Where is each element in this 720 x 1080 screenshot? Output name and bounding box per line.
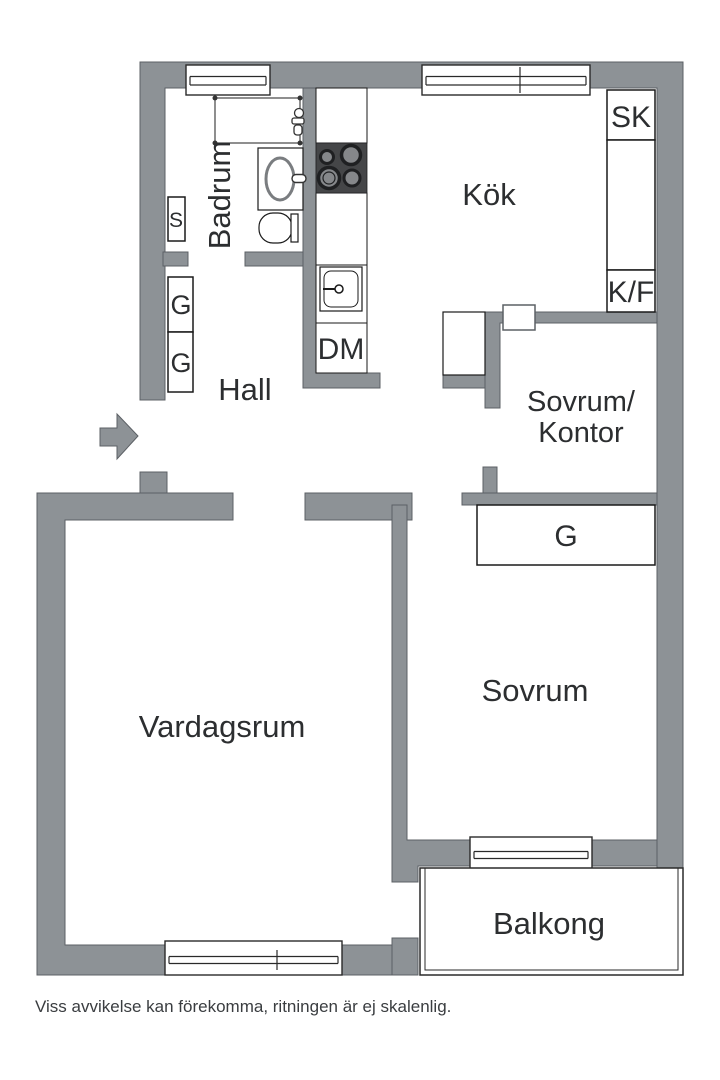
closet-g-upper-box <box>167 276 194 333</box>
closets-group <box>167 89 656 566</box>
kitchen-sink-icon <box>319 266 363 312</box>
closet-label-g-lower: G <box>170 348 191 378</box>
bathroom-sink-icon <box>257 147 307 211</box>
wall-sovrum-door-stub <box>482 466 498 494</box>
wall-sovrum-top <box>461 492 658 506</box>
wall-sovrum-kontor <box>484 311 658 409</box>
room-label-kok: Kök <box>462 177 516 212</box>
shower-icon <box>212 95 305 146</box>
closet-label-g-sovrum: G <box>554 520 577 553</box>
room-label-hall: Hall <box>218 372 271 407</box>
closet-label-sk: SK <box>611 101 651 134</box>
vent-box <box>502 304 536 331</box>
niche-box <box>442 311 486 376</box>
counter-segment <box>315 87 368 144</box>
toilet-icon <box>258 212 299 244</box>
wall-badrum-bottom <box>244 251 304 267</box>
wall-outer-shell <box>139 61 684 869</box>
window-icon <box>164 940 343 976</box>
room-label-balkong: Balkong <box>493 906 605 941</box>
window-icon <box>185 64 271 96</box>
kitchen-counter <box>315 87 368 374</box>
entrance-arrow-icon <box>99 412 139 461</box>
room-label-sovrum: Sovrum <box>482 673 589 708</box>
room-label-vardagsrum: Vardagsrum <box>139 709 306 744</box>
wall-entrance-post <box>139 471 168 494</box>
closet-middle-box <box>606 139 656 271</box>
closet-g-lower-box <box>167 331 194 393</box>
wall-badrum-stub <box>162 251 189 267</box>
room-label-sovrum-kontor-2: Kontor <box>538 417 624 449</box>
room-label-badrum: Badrum <box>202 141 237 250</box>
wall-vardagsrum-sovrum-divider <box>391 504 658 883</box>
balcony-outline <box>419 867 684 976</box>
disclaimer-text: Viss avvikelse kan förekomma, ritningen … <box>35 997 451 1016</box>
closet-label-s: S <box>169 209 183 232</box>
walls-group <box>36 61 684 976</box>
labels-group: Badrum Kök Hall Sovrum/ Kontor Sovrum Va… <box>139 101 655 941</box>
wall-balcony-doorpost <box>391 937 419 976</box>
closet-label-g-upper: G <box>170 290 191 320</box>
stove-icon <box>315 142 368 194</box>
label-fridge-freezer: K/F <box>608 276 655 309</box>
wall-lower-left-shell <box>36 492 409 976</box>
fridge-freezer-box <box>606 269 656 313</box>
label-dishwasher: DM <box>318 333 365 366</box>
windows-group <box>164 64 593 976</box>
window-icon <box>421 64 591 96</box>
room-label-sovrum-kontor-1: Sovrum/ <box>527 386 636 418</box>
counter-segment <box>315 192 368 266</box>
closet-s-box <box>167 196 186 242</box>
window-icon <box>469 836 593 871</box>
closet-sk-box <box>606 89 656 141</box>
closet-g-sovrum-box <box>476 504 656 566</box>
dishwasher-box <box>315 322 368 374</box>
